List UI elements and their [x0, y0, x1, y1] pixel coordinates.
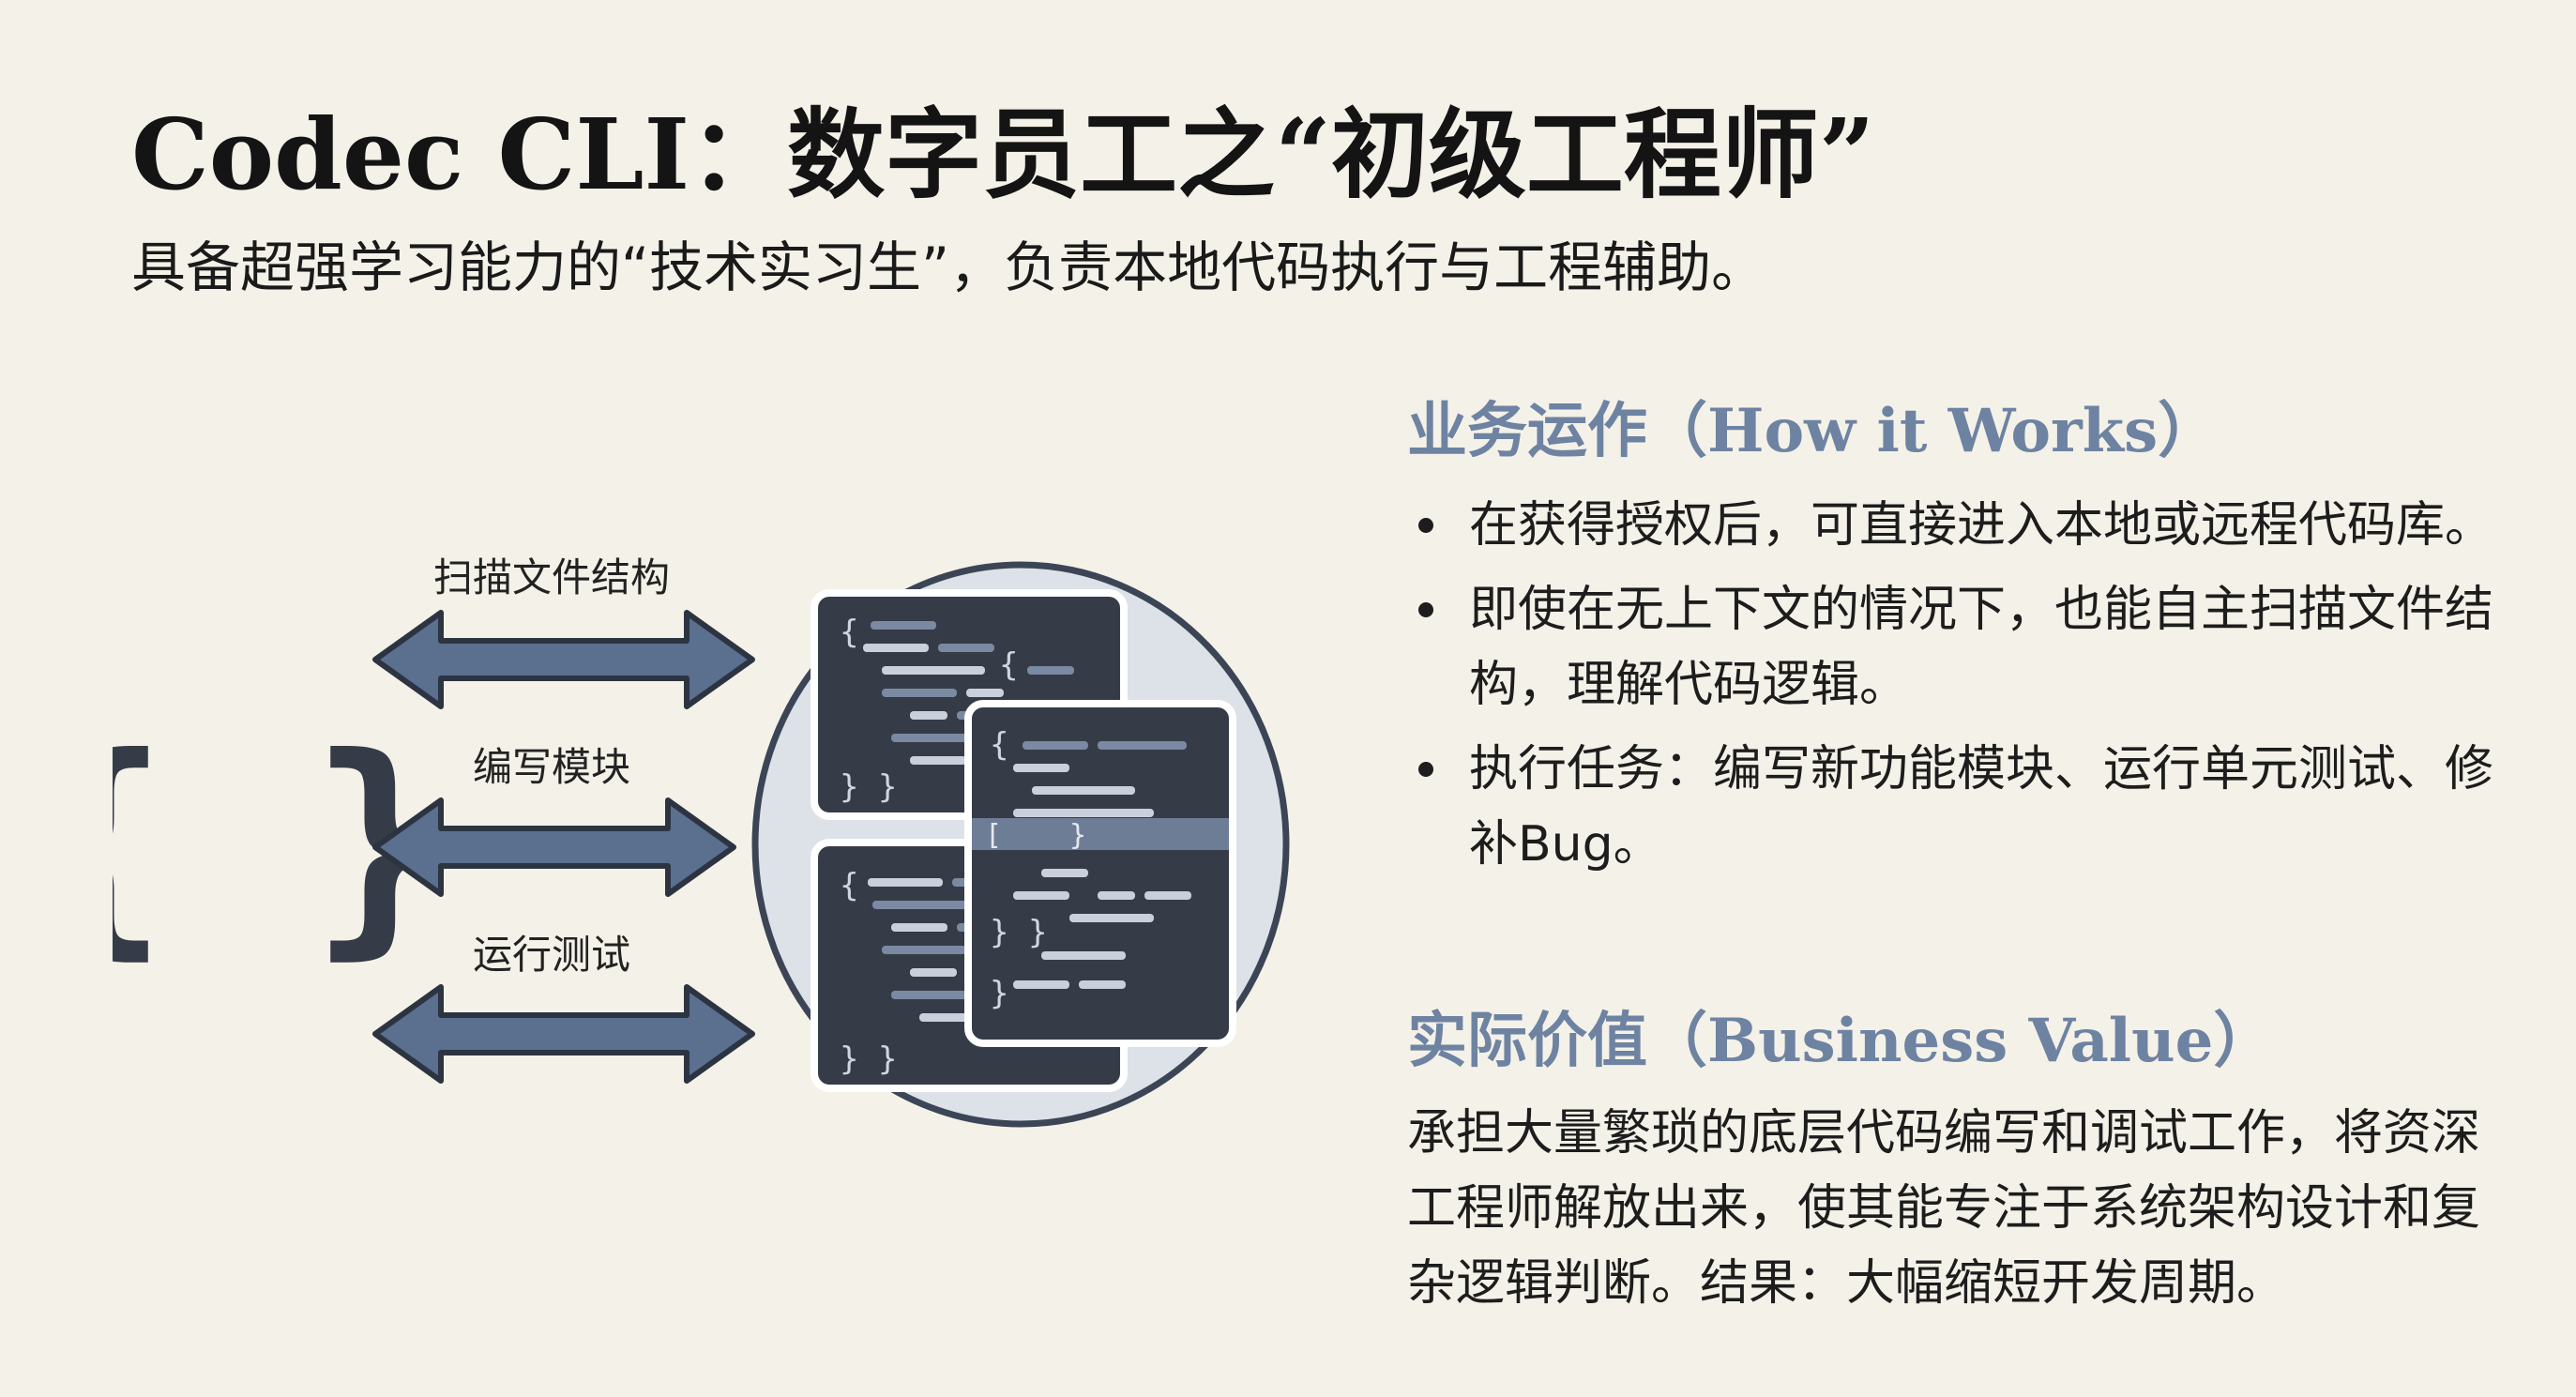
arrow-write-module: 编写模块: [372, 744, 736, 897]
how-it-works-list: 在获得授权后，可直接进入本地或远程代码库。 即使在无上下文的情况下，也能自主扫描…: [1407, 488, 2495, 891]
list-item: 即使在无上下文的情况下，也能自主扫描文件结构，理解代码逻辑。: [1407, 572, 2495, 722]
page-subtitle: 具备超强学习能力的“技术实习生”，负责本地代码执行与工程辅助。: [131, 235, 1766, 299]
code-brace-open: {: [999, 646, 1018, 684]
list-item-text: 即使在无上下文的情况下，也能自主扫描文件结构，理解代码逻辑。: [1469, 582, 2494, 713]
bullet-icon: [1418, 518, 1433, 533]
code-brace-open: {: [840, 867, 858, 904]
code-panel-front: { [ } } } }: [964, 700, 1236, 1047]
code-brace-open: {: [840, 614, 858, 651]
code-bracket-open: [: [985, 819, 1002, 852]
double-arrow-icon: [372, 610, 755, 709]
bullet-icon: [1418, 762, 1433, 777]
page-title: Codec CLI：数字员工之“初级工程师”: [131, 97, 1875, 212]
workflow-diagram: { } 扫描文件结构 编写模块 运行测试 { { } } { } }: [113, 554, 1290, 1128]
arrow-scan-files: 扫描文件结构: [372, 554, 755, 709]
double-arrow-icon: [372, 797, 736, 897]
list-item: 在获得授权后，可直接进入本地或远程代码库。: [1407, 488, 2495, 563]
code-brace-close: } }: [990, 914, 1047, 951]
list-item: 执行任务：编写新功能模块、运行单元测试、修补Bug。: [1407, 732, 2495, 882]
arrow-label-write-module: 编写模块: [473, 744, 630, 790]
list-item-text: 在获得授权后，可直接进入本地或远程代码库。: [1469, 497, 2494, 554]
code-brace-close: }: [990, 975, 1008, 1012]
code-brace-close: } }: [840, 1040, 897, 1078]
code-brace-close: }: [1069, 819, 1086, 852]
arrow-label-scan-files: 扫描文件结构: [433, 554, 670, 600]
bullet-icon: [1418, 602, 1433, 617]
code-brace-open: {: [990, 726, 1008, 764]
list-item-text: 执行任务：编写新功能模块、运行单元测试、修补Bug。: [1469, 741, 2494, 873]
arrow-label-run-tests: 运行测试: [473, 932, 630, 978]
section-heading-how-it-works: 业务运作（How it Works）: [1407, 396, 2219, 466]
code-highlight-bar: [972, 818, 1229, 850]
section-heading-business-value: 实际价值（Business Value）: [1407, 1006, 2274, 1076]
code-brace-close: } }: [840, 768, 897, 806]
business-value-text: 承担大量繁琐的底层代码编写和调试工作，将资深工程师解放出来，使其能专注于系统架构…: [1407, 1105, 2481, 1312]
arrow-run-tests: 运行测试: [372, 932, 755, 1084]
double-arrow-icon: [372, 984, 755, 1084]
